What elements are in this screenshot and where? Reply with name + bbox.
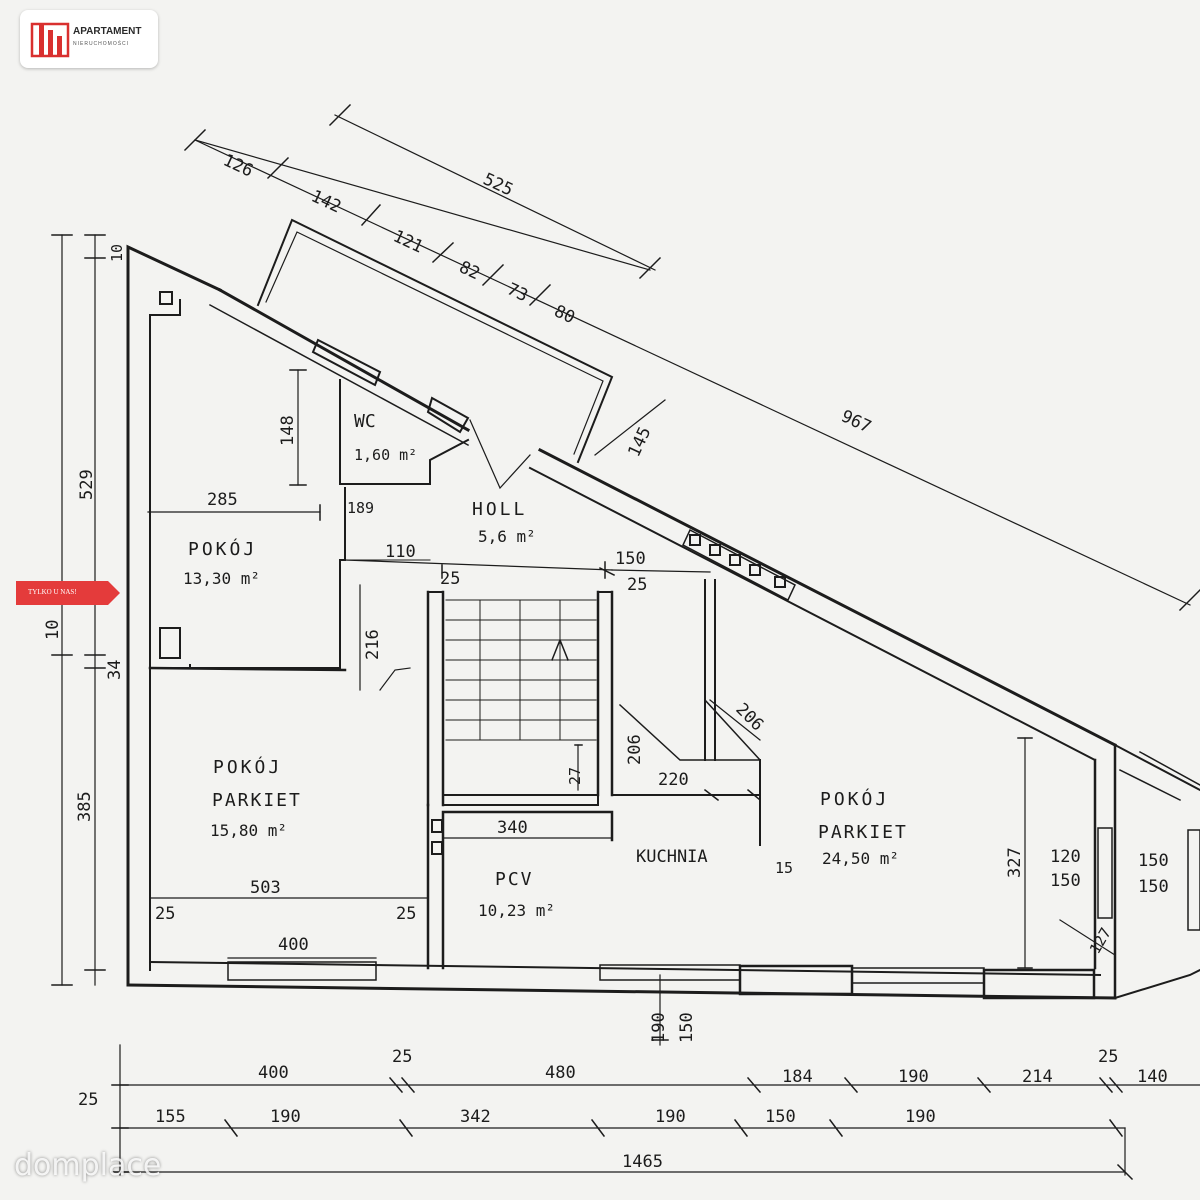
dim-label: 480 [545, 1063, 576, 1083]
dim-label: 10 [108, 244, 126, 262]
kuchnia-floor: PCV [495, 869, 534, 890]
dim-label: 967 [838, 406, 874, 437]
dim-label: 150 [1050, 871, 1081, 891]
kuchnia-area: 10,23 m² [478, 901, 555, 920]
dim-label: 150 [615, 549, 646, 569]
dim-label: 150 [1138, 877, 1169, 897]
dim-label: 525 [480, 169, 516, 200]
dim-label: 285 [207, 490, 238, 510]
dim-label: 190 [898, 1067, 929, 1087]
dim-label: 503 [250, 878, 281, 898]
dim-label: 25 [155, 904, 175, 924]
dim-label: 25 [392, 1047, 412, 1067]
outer-wall-bottom [126, 983, 1117, 1000]
balcony [256, 218, 614, 464]
holl-label: HOLL [472, 499, 527, 520]
dim-label: 220 [658, 770, 689, 790]
dim-label: 155 [155, 1107, 186, 1127]
right-wall [1093, 743, 1117, 1000]
dim-label: 110 [385, 542, 416, 562]
dim-label: 140 [1137, 1067, 1168, 1087]
outer-wall-left [126, 244, 222, 987]
wc-area: 1,60 m² [354, 446, 417, 464]
stairs-treads [445, 599, 597, 741]
dim-label: 150 [765, 1107, 796, 1127]
inner-wall-left [149, 299, 181, 971]
dim-label: 27 [566, 767, 584, 785]
dim-label: 25 [627, 575, 647, 595]
dim-label: 206 [731, 699, 767, 735]
bay-window [1113, 743, 1200, 1000]
dim-label: 25 [440, 569, 460, 589]
building-logo-icon [30, 22, 70, 58]
dim-label: 190 [270, 1107, 301, 1127]
dim-label: 25 [396, 904, 416, 924]
agency-subtitle: NIERUCHOMOŚCI [73, 41, 130, 47]
dim-label: 189 [347, 499, 374, 517]
watermark: domplace [14, 1148, 162, 1183]
dim-label: 126 [220, 150, 256, 181]
dim-label: 73 [504, 279, 531, 306]
dim-label: 340 [497, 818, 528, 838]
dim-label: 184 [782, 1067, 813, 1087]
diagonal-wall-outer-2 [537, 447, 1118, 748]
dim-label: 15 [775, 859, 793, 877]
dim-label: 190 [649, 1012, 669, 1043]
dim-label: 190 [905, 1107, 936, 1127]
stair-walls [426, 590, 445, 807]
pokoj2-label: POKÓJ [213, 756, 282, 778]
dim-label: 327 [1005, 847, 1025, 878]
agency-name: APARTAMENT [73, 26, 142, 37]
dim-label: 1465 [622, 1152, 663, 1172]
dim-label: 142 [308, 186, 344, 217]
dim-label: 25 [1098, 1047, 1118, 1067]
dim-label: 385 [75, 791, 95, 822]
dim-label: 25 [78, 1090, 98, 1110]
exclusive-ribbon [16, 581, 120, 605]
pokoj1-label: POKÓJ [188, 538, 257, 560]
dim-label: 148 [278, 415, 298, 446]
dim-label: 529 [77, 469, 97, 500]
dim-label: 400 [278, 935, 309, 955]
pokoj1-area: 13,30 m² [183, 569, 260, 588]
diagonal-wall-inner-2 [528, 466, 1097, 762]
dim-label: 34 [105, 660, 125, 680]
dim-label: 150 [677, 1012, 697, 1043]
diagonal-wall-outer [217, 287, 471, 433]
dim-label: 82 [456, 257, 483, 284]
dim-label: 80 [551, 301, 578, 328]
pokoj2-area: 15,80 m² [210, 821, 287, 840]
dim-label: 121 [390, 226, 426, 257]
dim-label: 206 [625, 734, 645, 765]
holl-area: 5,6 m² [478, 527, 536, 546]
pokoj3-area: 24,50 m² [822, 849, 899, 868]
dim-label: 190 [655, 1107, 686, 1127]
pokoj3-label: POKÓJ [820, 788, 889, 810]
dim-label: 150 [1138, 851, 1169, 871]
dim-label: 120 [1050, 847, 1081, 867]
wc-label: WC [354, 411, 376, 432]
dim-label: 400 [258, 1063, 289, 1083]
pokoj3-floor: PARKIET [818, 822, 908, 843]
exclusive-badge-text: TYLKO U NAS! [28, 588, 77, 596]
agency-logo[interactable]: APARTAMENT NIERUCHOMOŚCI [20, 10, 158, 68]
pokoj2-floor: PARKIET [212, 790, 302, 811]
dim-label: 214 [1022, 1067, 1053, 1087]
dim-label: 216 [363, 629, 383, 660]
dim-label: 145 [624, 424, 655, 460]
inner-wall-bottom [148, 960, 1102, 977]
kuchnia-label: KUCHNIA [636, 847, 708, 867]
dim-label: 342 [460, 1107, 491, 1127]
diagonal-wall-inner [208, 303, 470, 447]
wc-walls [339, 379, 470, 485]
dim-label: 10 [43, 620, 63, 640]
